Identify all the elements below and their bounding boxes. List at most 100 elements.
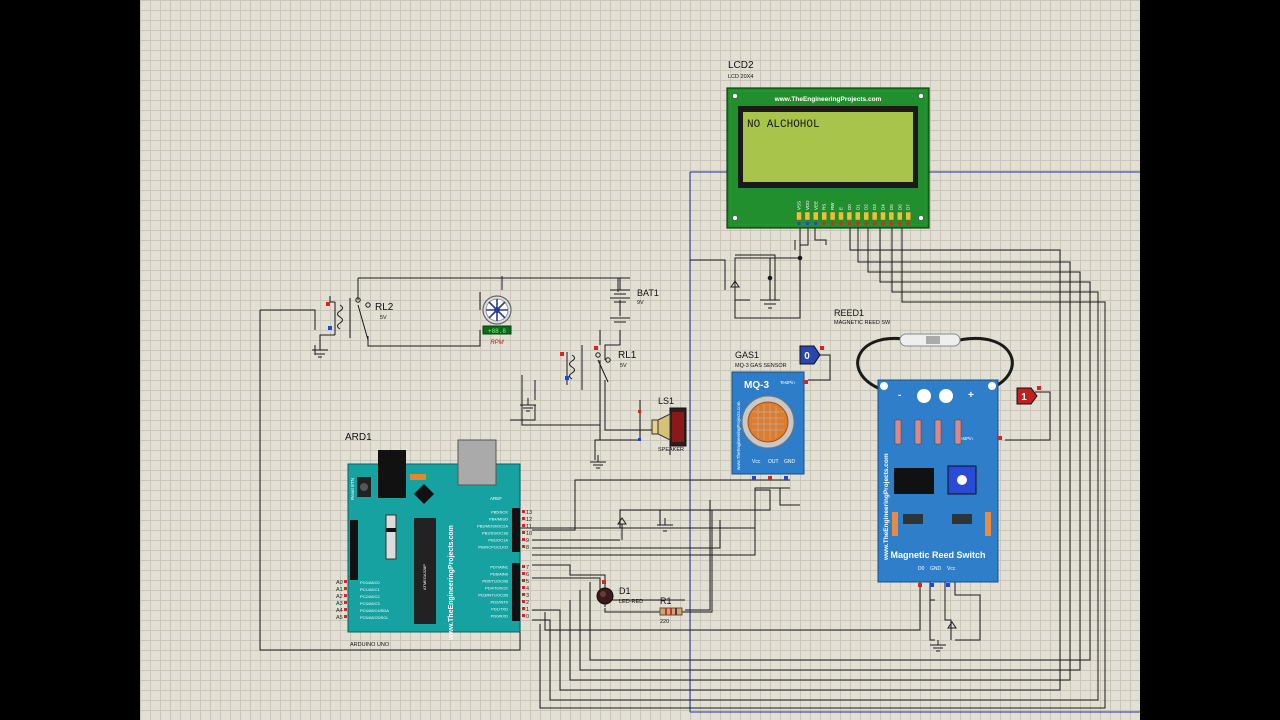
gas-sensor-mq3[interactable]: GAS1 MQ-3 GAS SENSOR MQ-3 TestPin www.Th… [731,350,808,480]
ard-url: www.TheEngineeringProjects.com [448,525,455,641]
digital-socket [512,563,520,621]
gas-ref: GAS1 [735,350,759,360]
lcd-ref: LCD2 [728,60,754,71]
gas-pin-out: OUT [768,459,779,465]
resistor-r1[interactable]: R1 220 [659,596,683,625]
lcd-pin-state [797,222,801,225]
lcd-pin [804,211,811,221]
analog-pin-label: PC4/ADC4/SDA [360,608,389,613]
battery-bat1[interactable]: BAT1 9V [610,288,659,323]
lcd-pin [796,211,802,221]
digital-pin-num: 8 [526,545,529,551]
digital-pin-state [522,524,525,527]
analog-pin-num: A2 [336,594,343,600]
digital-pin-num: 1 [526,607,529,613]
lcd-pin [880,211,886,221]
digital-pin-state [522,614,525,617]
motor-rpm-display: +88.8 [488,328,506,335]
gas-testpin: TestPin [780,380,795,385]
analog-pin-state [344,580,347,583]
analog-pin-num: A1 [336,587,343,593]
digital-pin-state [522,579,525,582]
logic-probe-gas[interactable]: 0 [799,345,831,381]
gas-probe-value: 0 [804,351,810,362]
ls1-ref: LS1 [658,396,674,406]
digital-pin-state [522,607,525,610]
r1-ref: R1 [660,596,672,606]
digital-pin-label: PB5/SCK [491,510,508,515]
digital-pin-label: PB1/OC1A [488,538,508,543]
analog-pin-state [344,608,347,611]
ground-symbols [520,398,957,652]
lcd-pin-state [881,222,885,225]
gas-title: MQ-3 [744,380,769,391]
analog-socket [350,520,358,580]
lcd-pin-label: D2 [864,204,869,210]
lcd-pin [855,211,861,221]
lcd-pin-label: D0 [847,204,852,210]
arduino-uno[interactable]: ARD1 Reset BTN ATMEGA328P www.TheEnginee… [336,432,532,648]
ls1-model: SPEAKER [658,447,684,453]
lcd-pin [888,211,895,221]
reed-pin-d0: D0 [918,566,925,572]
led-model: LED-RED [619,599,643,605]
analog-pin-label: PC1/ADC1 [360,587,380,592]
rl2-value: 5V [380,315,387,321]
ard-chip-label: ATMEGA328P [422,564,427,590]
gas-url: www.TheEngineeringProjects.com [736,401,741,470]
reed-model: MAGNETIC REED SW [834,320,891,326]
digital-pin-state [522,545,525,548]
rl1-value: 5V [620,363,627,369]
analog-pin-label: PC2/ADC2 [360,594,380,599]
lcd-pin-label: D5 [889,204,894,210]
digital-pin-label: PD5/T1/OC0B [482,579,508,584]
analog-pin-label: PC3/ADC3 [360,601,380,606]
lcd-pin-label: RW [830,202,835,210]
digital-pin-label: PB4/MISO [489,517,508,522]
speaker-ls1[interactable]: LS1 SPEAKER [638,396,687,453]
bat1-value: 9V [637,300,644,306]
analog-pin-num: A0 [336,580,343,586]
digital-pin-num: 12 [526,517,532,523]
analog-pin-num: A5 [336,615,343,621]
rl1-ref: RL1 [618,350,637,361]
relay-rl1[interactable]: RL1 5V [560,345,637,390]
digital-pin-label: PD4/T0/XCK [485,586,508,591]
reed-minus: - [898,390,901,401]
lcd-pin-state [889,222,893,225]
digital-pin-state [522,531,525,534]
lcd-pin-state [805,222,809,225]
lcd-pin-label: VDD [805,200,810,210]
digital-pin-num: 11 [526,524,532,530]
digital-pin-state [522,510,525,513]
lcd-pin [871,211,878,221]
reed-plus: + [968,390,974,401]
digital-pin-label: PD1/TXD [491,607,508,612]
lcd-pin-state [864,222,868,225]
led-d1[interactable]: D1 LED-RED [596,580,643,605]
lcd-pin-label: D6 [897,204,902,210]
analog-pin-state [344,615,347,618]
relay-rl2[interactable]: RL2 5V [312,296,394,358]
gas-model: MQ-3 GAS SENSOR [735,363,787,369]
ard-model: ARDUINO UNO [350,642,390,648]
lcd-url: www.TheEngineeringProjects.com [774,96,882,103]
reed-switch-module[interactable]: REED1 MAGNETIC REED SW - + TestPin Magne… [834,308,1014,587]
digital-pin-num: 13 [526,510,532,516]
schematic-sheet[interactable]: LCD2 LCD 20X4 www.TheEngineeringProjects… [140,0,1140,720]
gas-pin-gnd: GND [784,459,796,465]
dc-motor[interactable]: +88.8 RPM [482,295,512,346]
lcd-pin-state [856,222,860,225]
logic-probe-reed[interactable]: 1 [1016,386,1041,405]
lcd-pin-label: RS [822,204,827,210]
lcd-model: LCD 20X4 [728,74,753,80]
lcd-pin [905,211,911,221]
digital-pin-label: PD3/INT1/OC2B [478,593,508,598]
ard-reset-label: Reset BTN [350,478,355,500]
lcd-pin-state [822,222,826,225]
lcd-pin-label: D1 [855,204,860,210]
lcd-module[interactable]: LCD2 LCD 20X4 www.TheEngineeringProjects… [726,60,930,229]
ard-aref: AREF [490,496,502,501]
